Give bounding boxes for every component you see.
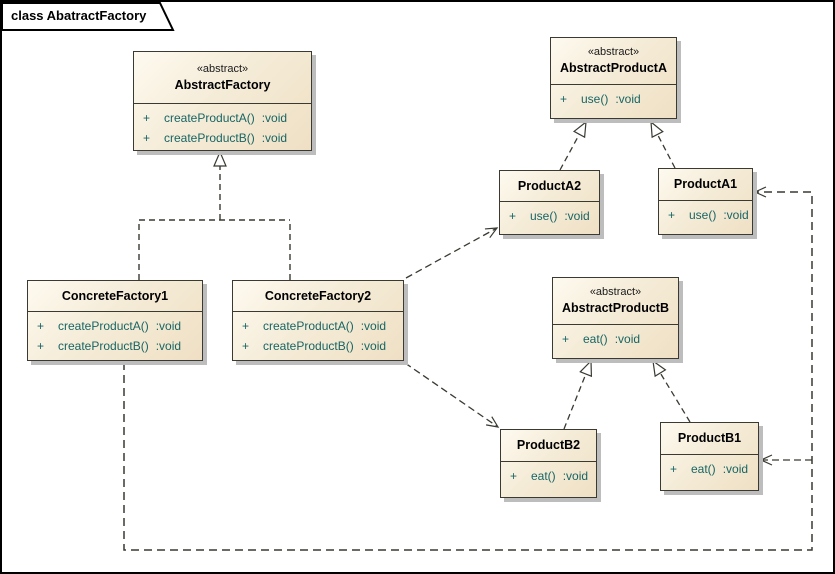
class-name: ProductA2 [517, 178, 582, 193]
class-productb1[interactable]: ProductB1 + eat() :void [660, 422, 759, 491]
class-title-compartment: «abstract» AbstractProductA [551, 38, 676, 85]
method-row: + eat() :void [670, 462, 749, 476]
class-abstractproductb[interactable]: «abstract» AbstractProductB + eat() :voi… [552, 277, 679, 359]
realization-producta1-abstractproducta[interactable] [650, 120, 676, 169]
realization-productb1-abstractproductb[interactable] [652, 359, 691, 423]
class-title-compartment: ProductB1 [661, 423, 758, 455]
method-row: + createProductB() :void [143, 131, 288, 145]
method-row: + eat() :void [562, 332, 641, 346]
realization-productb2-abstractproductb[interactable] [563, 359, 593, 430]
method-row: + use() :void [560, 92, 641, 106]
class-title-compartment: «abstract» AbstractProductB [553, 278, 678, 325]
class-title-compartment: ProductB2 [501, 430, 596, 462]
methods-compartment: + use() :void [500, 202, 599, 226]
method-row: + createProductA() :void [242, 319, 387, 333]
class-abstractfactory[interactable]: «abstract» AbstractFactory + createProdu… [133, 51, 312, 151]
methods-compartment: + eat() :void [553, 325, 678, 349]
method-row: + createProductA() :void [37, 319, 182, 333]
methods-compartment: + eat() :void [501, 462, 596, 486]
class-title-compartment: ConcreteFactory1 [28, 281, 202, 312]
method-row: + use() :void [668, 208, 749, 222]
class-concretefactory2[interactable]: ConcreteFactory2 + createProductA() :voi… [232, 280, 404, 361]
class-productb2[interactable]: ProductB2 + eat() :void [500, 429, 597, 498]
methods-compartment: + eat() :void [661, 455, 758, 479]
methods-compartment: + createProductA() :void + createProduct… [28, 312, 202, 356]
dependency-concretefactory2-productb2[interactable] [404, 362, 500, 428]
methods-compartment: + use() :void [659, 201, 752, 225]
class-concretefactory1[interactable]: ConcreteFactory1 + createProductA() :voi… [27, 280, 203, 361]
stereotype-label: «abstract» [587, 46, 640, 58]
class-name: ConcreteFactory2 [264, 288, 372, 303]
methods-compartment: + createProductA() :void + createProduct… [134, 104, 311, 148]
class-title-compartment: ProductA2 [500, 171, 599, 202]
method-row: + eat() :void [510, 469, 589, 483]
class-name: AbstractProductA [560, 61, 667, 75]
diagram-title: class AbatractFactory [11, 8, 147, 23]
class-title-compartment: ProductA1 [659, 169, 752, 201]
diagram-frame-tab [2, 2, 175, 31]
class-title-compartment: ConcreteFactory2 [233, 281, 403, 312]
method-row: + createProductB() :void [37, 339, 182, 353]
class-title-compartment: «abstract» AbstractFactory [134, 52, 311, 104]
method-row: + createProductB() :void [242, 339, 387, 353]
class-name: ProductB2 [516, 438, 581, 452]
methods-compartment: + createProductA() :void + createProduct… [233, 312, 403, 356]
class-name: ProductA1 [673, 177, 738, 191]
class-name: AbstractFactory [174, 77, 271, 92]
class-producta1[interactable]: ProductA1 + use() :void [658, 168, 753, 235]
method-row: + use() :void [509, 209, 590, 223]
methods-compartment: + use() :void [551, 85, 676, 109]
stereotype-label: «abstract» [589, 286, 642, 298]
realization-producta2-abstractproducta[interactable] [559, 120, 587, 171]
method-row: + createProductA() :void [143, 111, 288, 125]
class-name: ProductB1 [677, 431, 742, 445]
dependency-concretefactory2-producta2[interactable] [405, 227, 499, 279]
class-name: ConcreteFactory1 [61, 288, 169, 303]
dependency-concretefactory1-producta1[interactable] [123, 186, 813, 551]
stereotype-label: «abstract» [196, 62, 249, 75]
class-abstractproducta[interactable]: «abstract» AbstractProductA + use() :voi… [550, 37, 677, 119]
class-name: AbstractProductB [562, 301, 669, 315]
class-producta2[interactable]: ProductA2 + use() :void [499, 170, 600, 235]
